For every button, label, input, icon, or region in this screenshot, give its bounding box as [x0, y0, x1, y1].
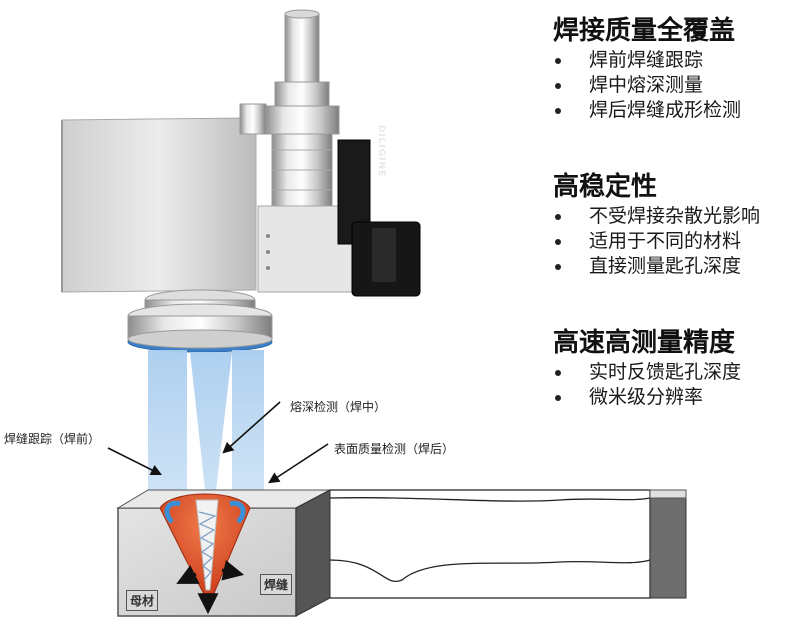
side-housing: [61, 117, 257, 293]
bullet-icon: [555, 264, 561, 270]
brand-label: DILIGINE: [376, 124, 386, 178]
leader-seam: [107, 447, 163, 476]
bullet-icon: [555, 108, 561, 114]
bullet-icon: [555, 239, 561, 245]
bullet-icon: [555, 214, 561, 220]
beam-right: [232, 350, 264, 490]
leader-surface: [268, 443, 329, 484]
feature-group-precision: 高速高测量精度 实时反馈匙孔深度 微米级分辨率: [553, 326, 803, 410]
callout-surface-quality: 表面质量检测（焊后）: [334, 442, 455, 456]
feature-item: 不受焊接杂散光影响: [553, 204, 803, 229]
feature-title: 高稳定性: [553, 172, 658, 202]
feature-item: 焊前焊缝跟踪: [553, 48, 803, 73]
feature-list: 不受焊接杂散光影响 适用于不同的材料 直接测量匙孔深度: [553, 204, 803, 279]
feature-list: 焊前焊缝跟踪 焊中熔深测量 焊后焊缝成形检测: [553, 48, 803, 123]
feature-item: 直接测量匙孔深度: [553, 254, 803, 279]
feature-item: 微米级分辨率: [553, 385, 803, 410]
callout-seam-tracking: 焊缝跟踪（焊前）: [4, 432, 101, 446]
leader-penetration: [222, 401, 281, 454]
bullet-icon: [555, 395, 561, 401]
feature-item: 实时反馈匙孔深度: [553, 360, 803, 385]
feature-title: 高速高测量精度: [553, 328, 736, 358]
beam-center: [190, 352, 232, 508]
bullet-icon: [555, 58, 561, 64]
keyhole: [195, 499, 219, 591]
beam-left: [148, 350, 187, 500]
tag-weld-seam: 焊缝: [260, 574, 293, 595]
feature-group-stability: 高稳定性 不受焊接杂散光影响 适用于不同的材料 直接测量匙孔深度: [553, 170, 803, 279]
feature-item: 焊后焊缝成形检测: [553, 98, 803, 123]
feature-list: 实时反馈匙孔深度 微米级分辨率: [553, 360, 803, 410]
feature-title: 焊接质量全覆盖: [553, 16, 736, 46]
feature-group-coverage: 焊接质量全覆盖 焊前焊缝跟踪 焊中熔深测量 焊后焊缝成形检测: [553, 14, 803, 123]
top-tube: [284, 13, 320, 85]
bullet-icon: [555, 83, 561, 89]
bullet-icon: [555, 370, 561, 376]
feature-item: 焊中熔深测量: [553, 73, 803, 98]
tag-base-metal: 母材: [126, 590, 159, 611]
callout-penetration: 熔深检测（焊中）: [290, 400, 387, 414]
feature-item: 适用于不同的材料: [553, 229, 803, 254]
